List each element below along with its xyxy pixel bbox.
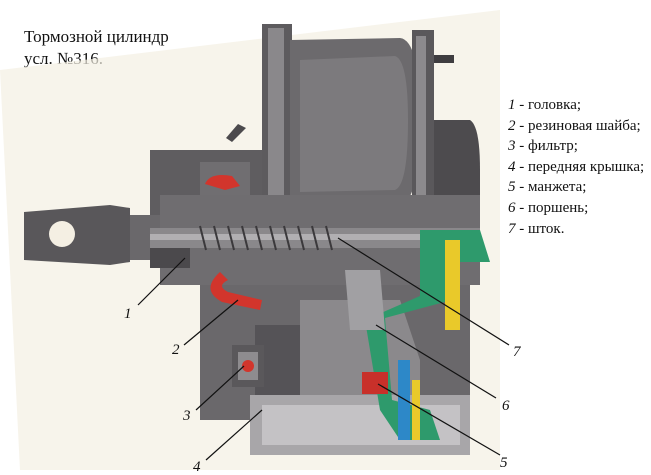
- callout-3: 3: [182, 408, 191, 424]
- leader-2: [183, 299, 239, 346]
- cuff-part-5: [362, 372, 388, 394]
- legend-item-4: 4 - передняя крышка;: [508, 158, 645, 175]
- diagram-title-line1: Тормозной цилиндр: [24, 27, 169, 46]
- leader-6: [375, 324, 497, 399]
- piston-rod: [150, 225, 480, 251]
- callout-7: 7: [513, 344, 522, 360]
- parts-legend: 1 - головка; 2 - резиновая шайба; 3 - фи…: [508, 95, 648, 239]
- cylinder-housing: [150, 150, 480, 420]
- callout-6: 6: [502, 398, 510, 414]
- head-part-1: [150, 248, 190, 268]
- return-spring: [199, 225, 333, 251]
- legend-item-6: 6 - поршень;: [508, 199, 589, 216]
- leader-5: [377, 383, 501, 456]
- legend-item-2: 2 - резиновая шайба;: [508, 117, 641, 134]
- callout-1: 1: [124, 306, 132, 322]
- legend-item-3: 3 - фильтр;: [508, 138, 578, 155]
- filter-part-3: [232, 345, 264, 387]
- legend-item-1: 1 - головка;: [508, 97, 582, 113]
- legend-item-5: 5 - манжета;: [508, 179, 587, 196]
- leader-1: [137, 257, 186, 306]
- callout-5: 5: [500, 455, 508, 471]
- callout-2: 2: [172, 342, 180, 358]
- callout-4: 4: [193, 459, 201, 475]
- front-cover-part-4: [250, 395, 470, 455]
- piston-part-6: [345, 270, 385, 330]
- callout-leaders: [137, 237, 510, 461]
- leader-7: [337, 237, 510, 346]
- leader-3: [195, 365, 245, 411]
- rubber-washer-part-2: [210, 272, 262, 310]
- upper-gasket: [205, 175, 240, 190]
- leader-4: [205, 409, 263, 461]
- rod-eye-lug: [24, 205, 160, 265]
- legend-item-7: 7 - шток.: [508, 220, 565, 237]
